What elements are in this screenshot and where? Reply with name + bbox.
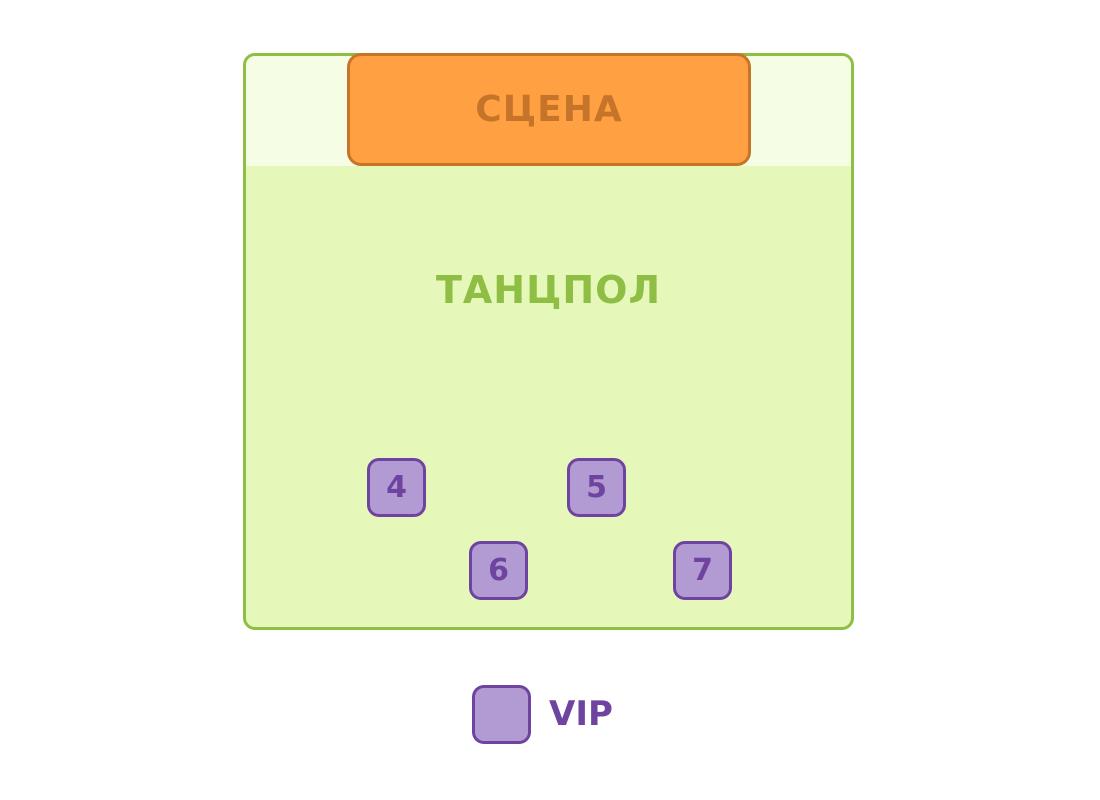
vip-table-5[interactable]: 5	[567, 458, 626, 517]
legend-vip-label: VIP	[549, 694, 613, 734]
stage-label: СЦЕНА	[475, 89, 623, 130]
table-number: 4	[386, 470, 407, 505]
legend-vip-swatch	[472, 685, 531, 744]
vip-table-6[interactable]: 6	[469, 541, 528, 600]
table-number: 6	[488, 553, 509, 588]
stage: СЦЕНА	[347, 53, 751, 166]
table-number: 5	[586, 470, 607, 505]
vip-table-4[interactable]: 4	[367, 458, 426, 517]
dancefloor-label: ТАНЦПОЛ	[435, 268, 662, 312]
vip-table-7[interactable]: 7	[673, 541, 732, 600]
table-number: 7	[692, 553, 713, 588]
